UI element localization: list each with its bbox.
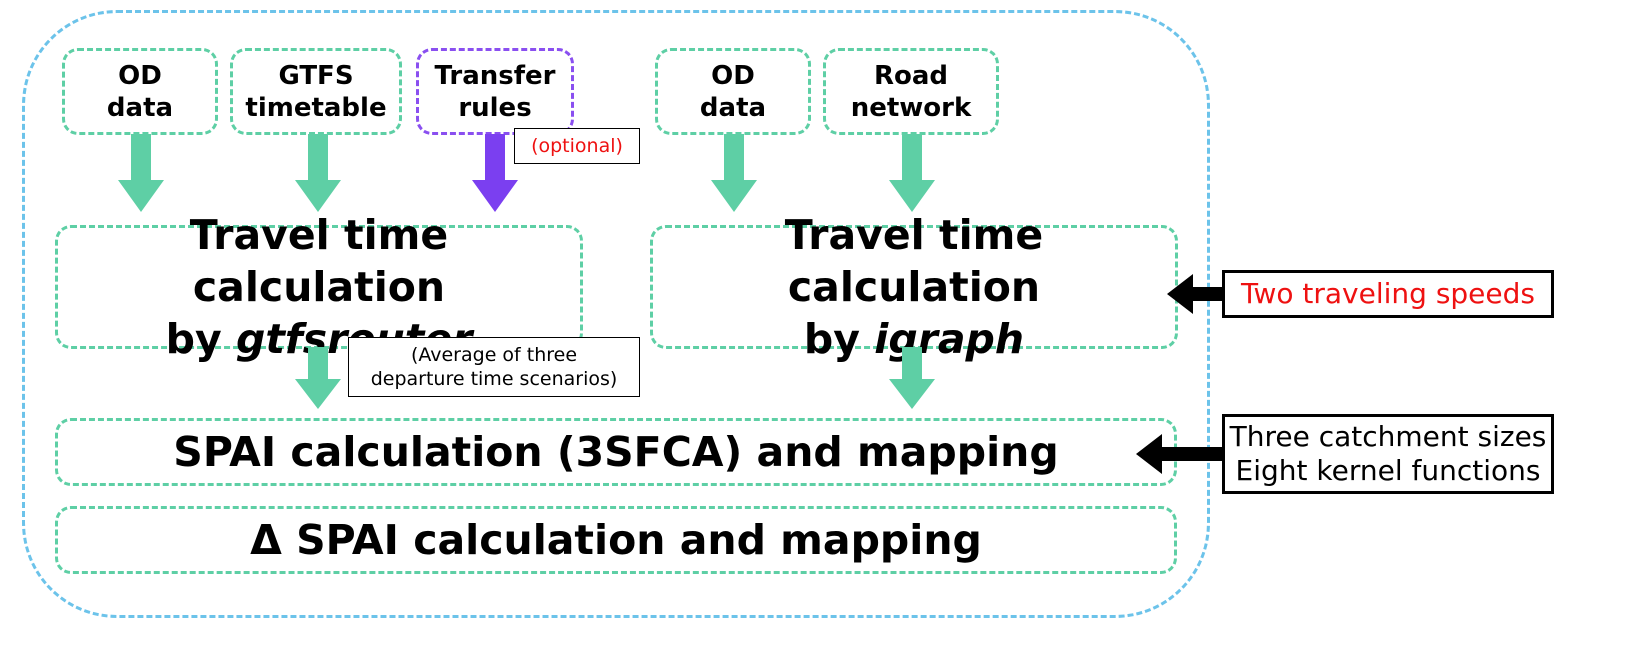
arrow-left-icon [1136,434,1226,474]
arrow-down-icon [711,134,757,212]
arrow-down-icon [889,347,935,409]
travel-time-gtfsrouter: Travel time calculation by gtfsrouter [55,211,583,363]
optional-note: (optional) [514,128,640,164]
arrow-down-icon [472,134,518,212]
arrow-down-icon [118,134,164,212]
arrow-down-icon [295,134,341,212]
travel-time-igraph: Travel time calculation by igraph [650,211,1178,363]
spai-calculation: SPAI calculation (3SFCA) and mapping [55,418,1177,486]
arrow-down-icon [889,134,935,212]
delta-spai-calculation: Δ SPAI calculation and mapping [55,506,1177,574]
arrow-left-icon [1167,274,1225,314]
arrow-down-icon [295,347,341,409]
side-two-traveling-speeds: Two traveling speeds [1222,270,1554,318]
workflow-container [22,10,1210,618]
